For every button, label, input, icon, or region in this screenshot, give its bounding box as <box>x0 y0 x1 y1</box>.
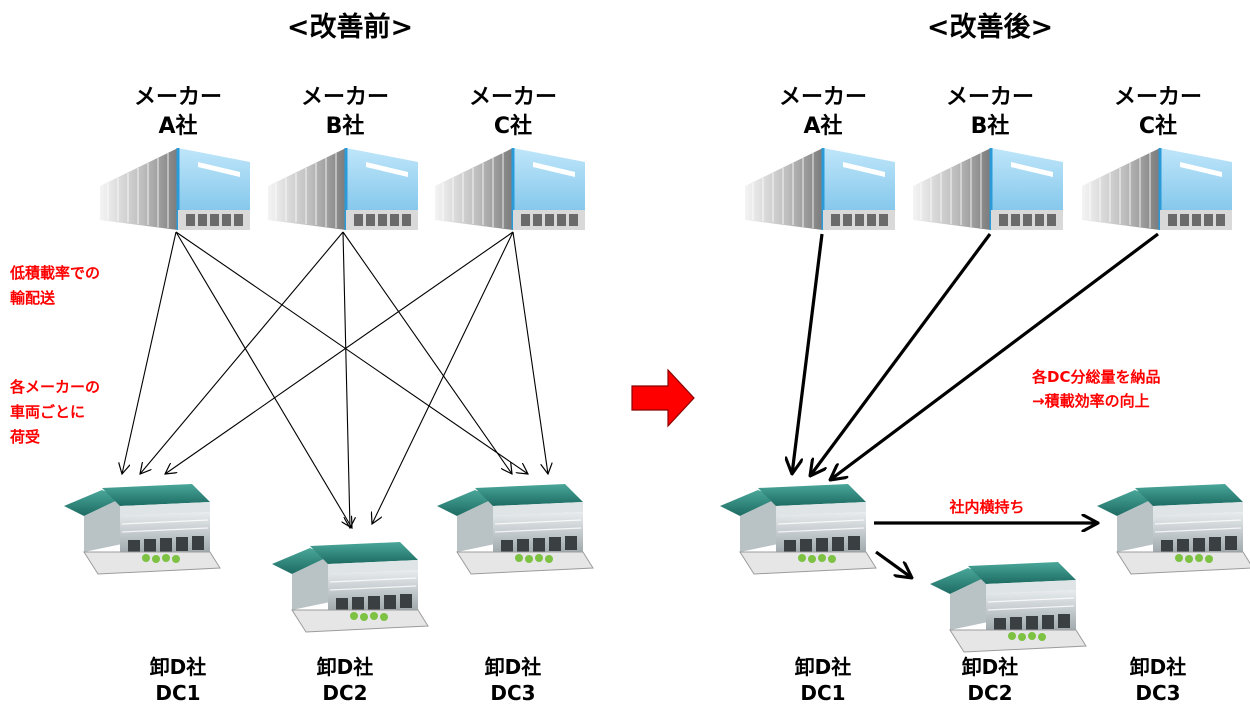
note-low-load-line1: 低積載率での <box>9 264 100 282</box>
after-dc3-label-line1: 卸D社 <box>1130 655 1187 679</box>
after-dc3-distribution-center-icon <box>1096 483 1250 575</box>
after-dc1-distribution-center-icon <box>719 483 877 575</box>
after-dc2-label-line2: DC2 <box>967 681 1012 705</box>
after-maker-b-factory-icon <box>911 146 1065 232</box>
arrow-b-to-dc1-bold <box>810 233 992 476</box>
arrow-b-to-dc3 <box>342 231 512 474</box>
before-maker-b-label-line1: メーカー <box>301 85 389 110</box>
before-dc1-label-line2: DC1 <box>155 681 200 705</box>
after-title: <改善後> <box>927 11 1053 43</box>
note-receiving-line2: 車両ごとに <box>10 403 85 421</box>
arrow-c-to-dc2 <box>372 231 514 524</box>
before-maker-c-label-line2: C社 <box>494 113 532 139</box>
arrow-a-to-dc3 <box>175 231 528 474</box>
before-dc1-label-line1: 卸D社 <box>150 655 207 679</box>
note-efficiency-line2: →積載効率の向上 <box>1032 392 1150 410</box>
before-dc3-label-line1: 卸D社 <box>485 655 542 679</box>
before-dc1-distribution-center-icon <box>63 483 221 575</box>
before-notes: 低積載率での 輸配送 各メーカーの 車両ごとに 荷受 <box>9 264 100 446</box>
right-arrow-icon <box>631 368 695 428</box>
after-maker-b-label-line2: B社 <box>971 113 1010 139</box>
after-dc1-label-line2: DC1 <box>800 681 845 705</box>
after-dc-labels: 卸D社 DC1 卸D社 DC2 卸D社 DC3 <box>795 655 1187 705</box>
before-dc2-label-line2: DC2 <box>322 681 367 705</box>
after-maker-c-label-line2: C社 <box>1139 113 1177 139</box>
before-dc3-distribution-center-icon <box>436 483 594 575</box>
arrow-b-to-dc1 <box>140 231 344 474</box>
before-maker-a-label-line2: A社 <box>158 113 197 139</box>
after-notes: 各DC分総量を納品 →積載効率の向上 <box>1031 368 1160 410</box>
note-low-load-line2: 輸配送 <box>10 289 56 307</box>
after-dc2-distribution-center-icon <box>929 561 1087 653</box>
before-maker-b-factory-icon <box>266 146 420 232</box>
after-maker-a-label-line2: A社 <box>803 113 842 139</box>
before-title: <改善前> <box>287 11 413 43</box>
arrow-b-to-dc2 <box>342 231 350 528</box>
after-maker-labels: メーカー A社 メーカー B社 メーカー C社 <box>779 85 1202 139</box>
before-dc2-label-line1: 卸D社 <box>317 655 374 679</box>
before-dc-labels: 卸D社 DC1 卸D社 DC2 卸D社 DC3 <box>150 655 542 705</box>
after-maker-b-label-line1: メーカー <box>946 85 1034 110</box>
after-dc2-label-line1: 卸D社 <box>962 655 1019 679</box>
arrow-a-to-dc2 <box>175 231 352 528</box>
before-dc3-label-line2: DC3 <box>490 681 535 705</box>
arrow-a-to-dc1-bold <box>792 233 824 474</box>
before-maker-b-label-line2: B社 <box>326 113 365 139</box>
after-maker-a-factory-icon <box>743 146 897 232</box>
after-delivery-arrows <box>792 232 1159 578</box>
after-dc3-label-line2: DC3 <box>1135 681 1180 705</box>
arrow-c-to-dc1-bold <box>830 232 1159 480</box>
before-dc2-distribution-center-icon <box>271 541 429 633</box>
arrow-c-to-dc3 <box>512 231 548 474</box>
note-efficiency-line1: 各DC分総量を納品 <box>1031 368 1160 386</box>
note-receiving-line1: 各メーカーの <box>9 378 100 396</box>
after-dc1-label-line1: 卸D社 <box>795 655 852 679</box>
after-maker-c-label-line1: メーカー <box>1114 85 1202 110</box>
after-section: <改善後> メーカー A社 メーカー B社 メーカー C社 社内横持ち 各DC分… <box>719 11 1250 705</box>
note-receiving-line3: 荷受 <box>10 428 40 446</box>
before-maker-a-factory-icon <box>98 146 252 232</box>
before-maker-a-label-line1: メーカー <box>134 85 222 110</box>
arrow-c-to-dc1 <box>165 231 514 474</box>
before-delivery-arrows <box>122 231 548 528</box>
before-maker-c-label-line1: メーカー <box>469 85 557 110</box>
arrow-a-to-dc1 <box>122 231 177 474</box>
arrow-dc1-to-dc2-transfer <box>875 550 912 578</box>
after-maker-a-label-line1: メーカー <box>779 85 867 110</box>
before-section: <改善前> メーカー A社 メーカー B社 メーカー C社 <box>9 11 594 705</box>
before-maker-labels: メーカー A社 メーカー B社 メーカー C社 <box>134 85 557 139</box>
after-maker-c-factory-icon <box>1080 146 1234 232</box>
transfer-label: 社内横持ち <box>948 498 1024 516</box>
before-maker-c-factory-icon <box>433 146 587 232</box>
